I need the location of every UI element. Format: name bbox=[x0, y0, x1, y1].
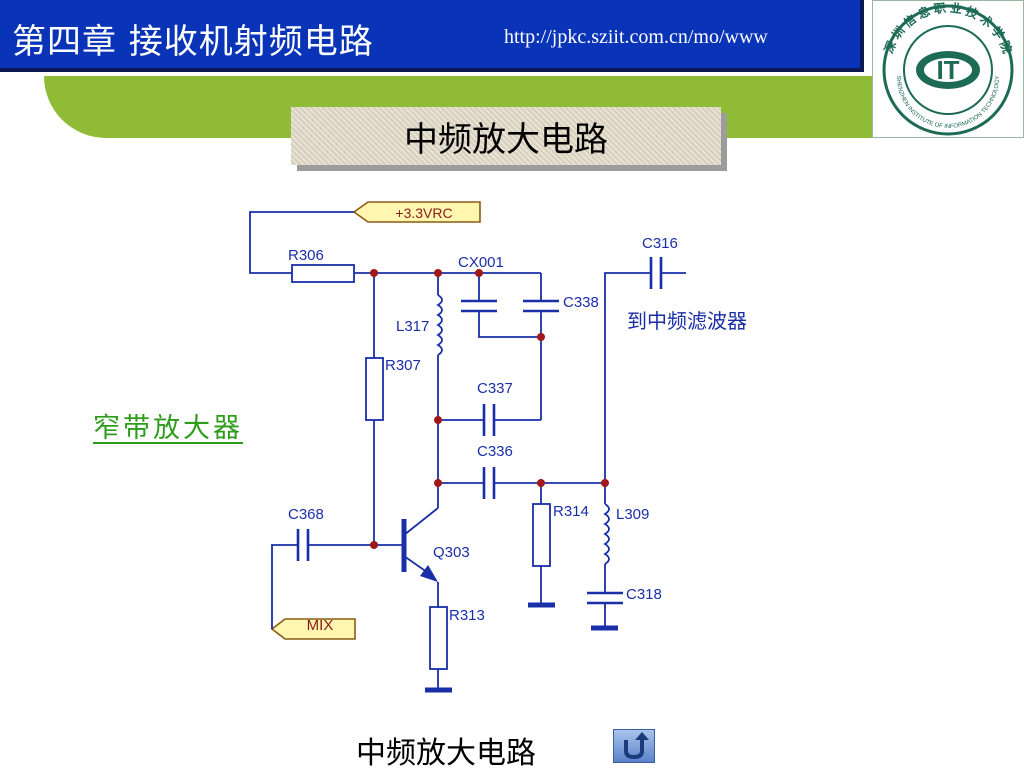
chapter-title: 第四章 接收机射频电路 bbox=[12, 22, 374, 62]
mix-label: MIX bbox=[307, 617, 334, 634]
label-r313: R313 bbox=[449, 607, 485, 624]
supply-label: +3.3VRC bbox=[395, 205, 452, 221]
label-c368: C368 bbox=[288, 506, 324, 523]
label-c338: C338 bbox=[563, 294, 599, 311]
label-l317: L317 bbox=[396, 318, 429, 335]
label-r306: R306 bbox=[288, 247, 324, 264]
slide-title-box: 中频放大电路 bbox=[291, 107, 721, 165]
label-l309: L309 bbox=[616, 506, 649, 523]
figure-caption: 中频放大电路 bbox=[356, 736, 536, 771]
label-c318: C318 bbox=[626, 586, 662, 603]
school-logo-emblem-icon: 深 圳 信 息 职 业 技 术 学 院 SHENZHEN INSTITUTE O… bbox=[881, 0, 1015, 136]
header-bar: 第四章 接收机射频电路 http://jpkc.sziit.com.cn/mo/… bbox=[0, 0, 864, 72]
site-url[interactable]: http://jpkc.sziit.com.cn/mo/www bbox=[504, 26, 768, 48]
back-button[interactable] bbox=[613, 729, 655, 763]
label-r307: R307 bbox=[385, 357, 421, 374]
side-label: 窄带放大器 bbox=[93, 413, 243, 444]
label-c316: C316 bbox=[642, 235, 678, 252]
circuit-junction-nodes bbox=[370, 269, 609, 549]
label-c337: C337 bbox=[477, 380, 513, 397]
school-logo: 深 圳 信 息 职 业 技 术 学 院 SHENZHEN INSTITUTE O… bbox=[872, 0, 1024, 138]
label-r314: R314 bbox=[553, 503, 589, 520]
slide-title: 中频放大电路 bbox=[404, 119, 608, 160]
u-turn-arrow-icon bbox=[624, 732, 649, 760]
logo-mark: IT bbox=[936, 55, 959, 85]
label-c336: C336 bbox=[477, 443, 513, 460]
label-q303: Q303 bbox=[433, 544, 470, 561]
label-cx001: CX001 bbox=[458, 254, 504, 271]
circuit-wires bbox=[249, 201, 686, 693]
output-note: 到中频滤波器 bbox=[627, 310, 747, 333]
